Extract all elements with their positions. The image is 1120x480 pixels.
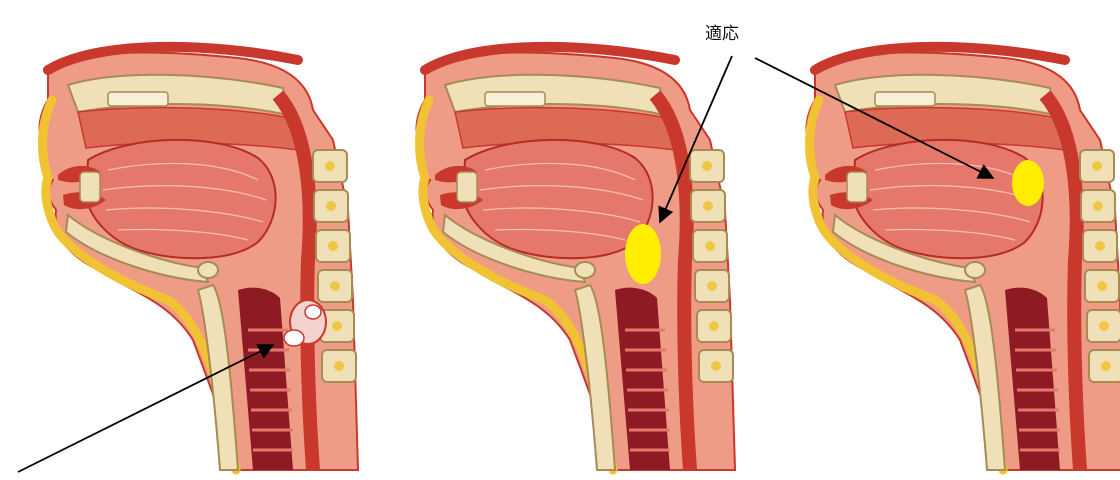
annotation-label: 適応 xyxy=(705,24,739,44)
panel-right xyxy=(807,47,1120,470)
panel-left xyxy=(40,47,359,470)
panel-middle xyxy=(417,47,736,470)
highlight-oval-high xyxy=(1012,160,1044,206)
highlight-oval-low xyxy=(625,224,661,284)
